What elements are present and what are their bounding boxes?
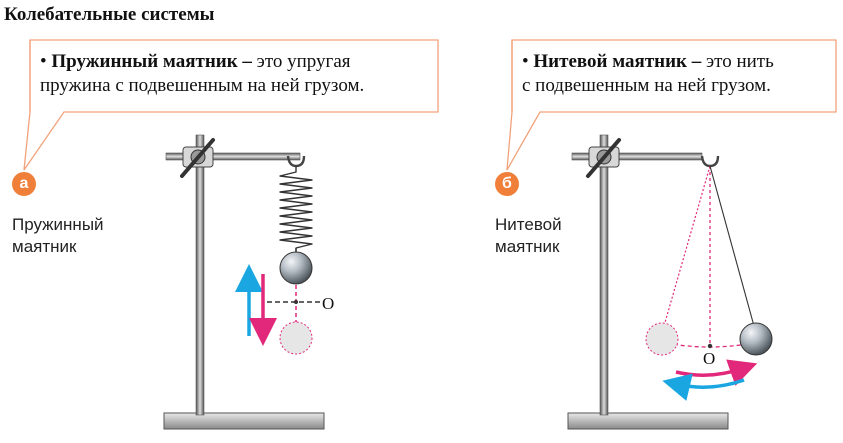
spring-weight [279,251,313,285]
caption-a-line1: Пружинный [12,215,104,234]
thread-weight [739,322,773,356]
callout-box-a [23,39,439,171]
caption-b-line1: Нитевой [495,215,562,234]
stand-b [567,134,729,430]
callout-box-b [506,39,837,171]
caption-a-line2: маятник [12,237,77,256]
badge-a: а [12,172,36,196]
arrow-right-magenta [675,359,758,386]
stand-a [163,134,325,430]
spring-weight-ghost [279,321,313,355]
thread [709,165,755,327]
badge-b: б [495,172,519,196]
term-spring-pendulum: Пружинный маятник – [51,51,252,72]
caption-b: Нитевой маятник [495,214,562,258]
spring [279,166,313,252]
caption-a: Пружинный маятник [12,214,104,258]
equilibrium-label-b: O [703,349,715,368]
page-title: Колебательные системы [4,4,215,25]
callout-text-b: • Нитевой маятник – это нить с подвешенн… [522,51,774,96]
equilibrium-label-a: O [322,294,334,313]
callout-text-a: • Пружинный маятник – это упругая пружин… [40,51,365,96]
term-thread-pendulum: Нитевой маятник – [533,51,702,72]
arrow-left-cyan [662,373,745,401]
callout-b-line2: с подвешенным на ней грузом. [522,75,771,96]
callout-a-line2: пружина с подвешенным на ней грузом. [40,75,365,96]
callout-b-line1: это нить [701,51,774,72]
thread-weight-ghost [645,322,679,356]
callout-a-line1: это упругая [251,51,351,72]
caption-b-line2: маятник [495,237,560,256]
